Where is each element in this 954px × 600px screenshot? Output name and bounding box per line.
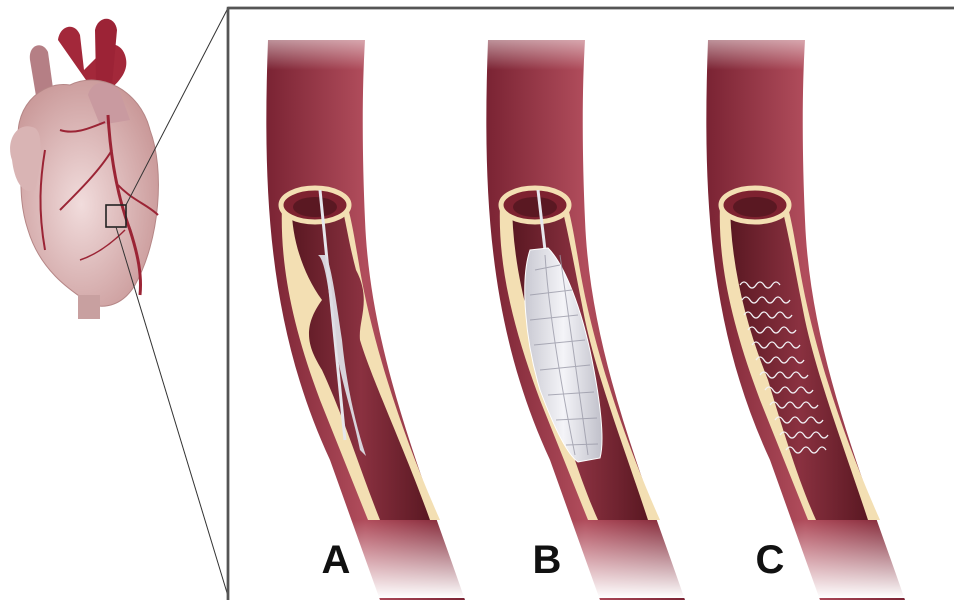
panel-label-b: B [517,538,577,583]
panel-label-a: A [306,538,366,583]
heart-illustration-icon [10,19,158,319]
panel-label-c: C [740,538,800,583]
zoom-line-bottom [116,227,228,596]
zoom-line-top [126,8,228,205]
